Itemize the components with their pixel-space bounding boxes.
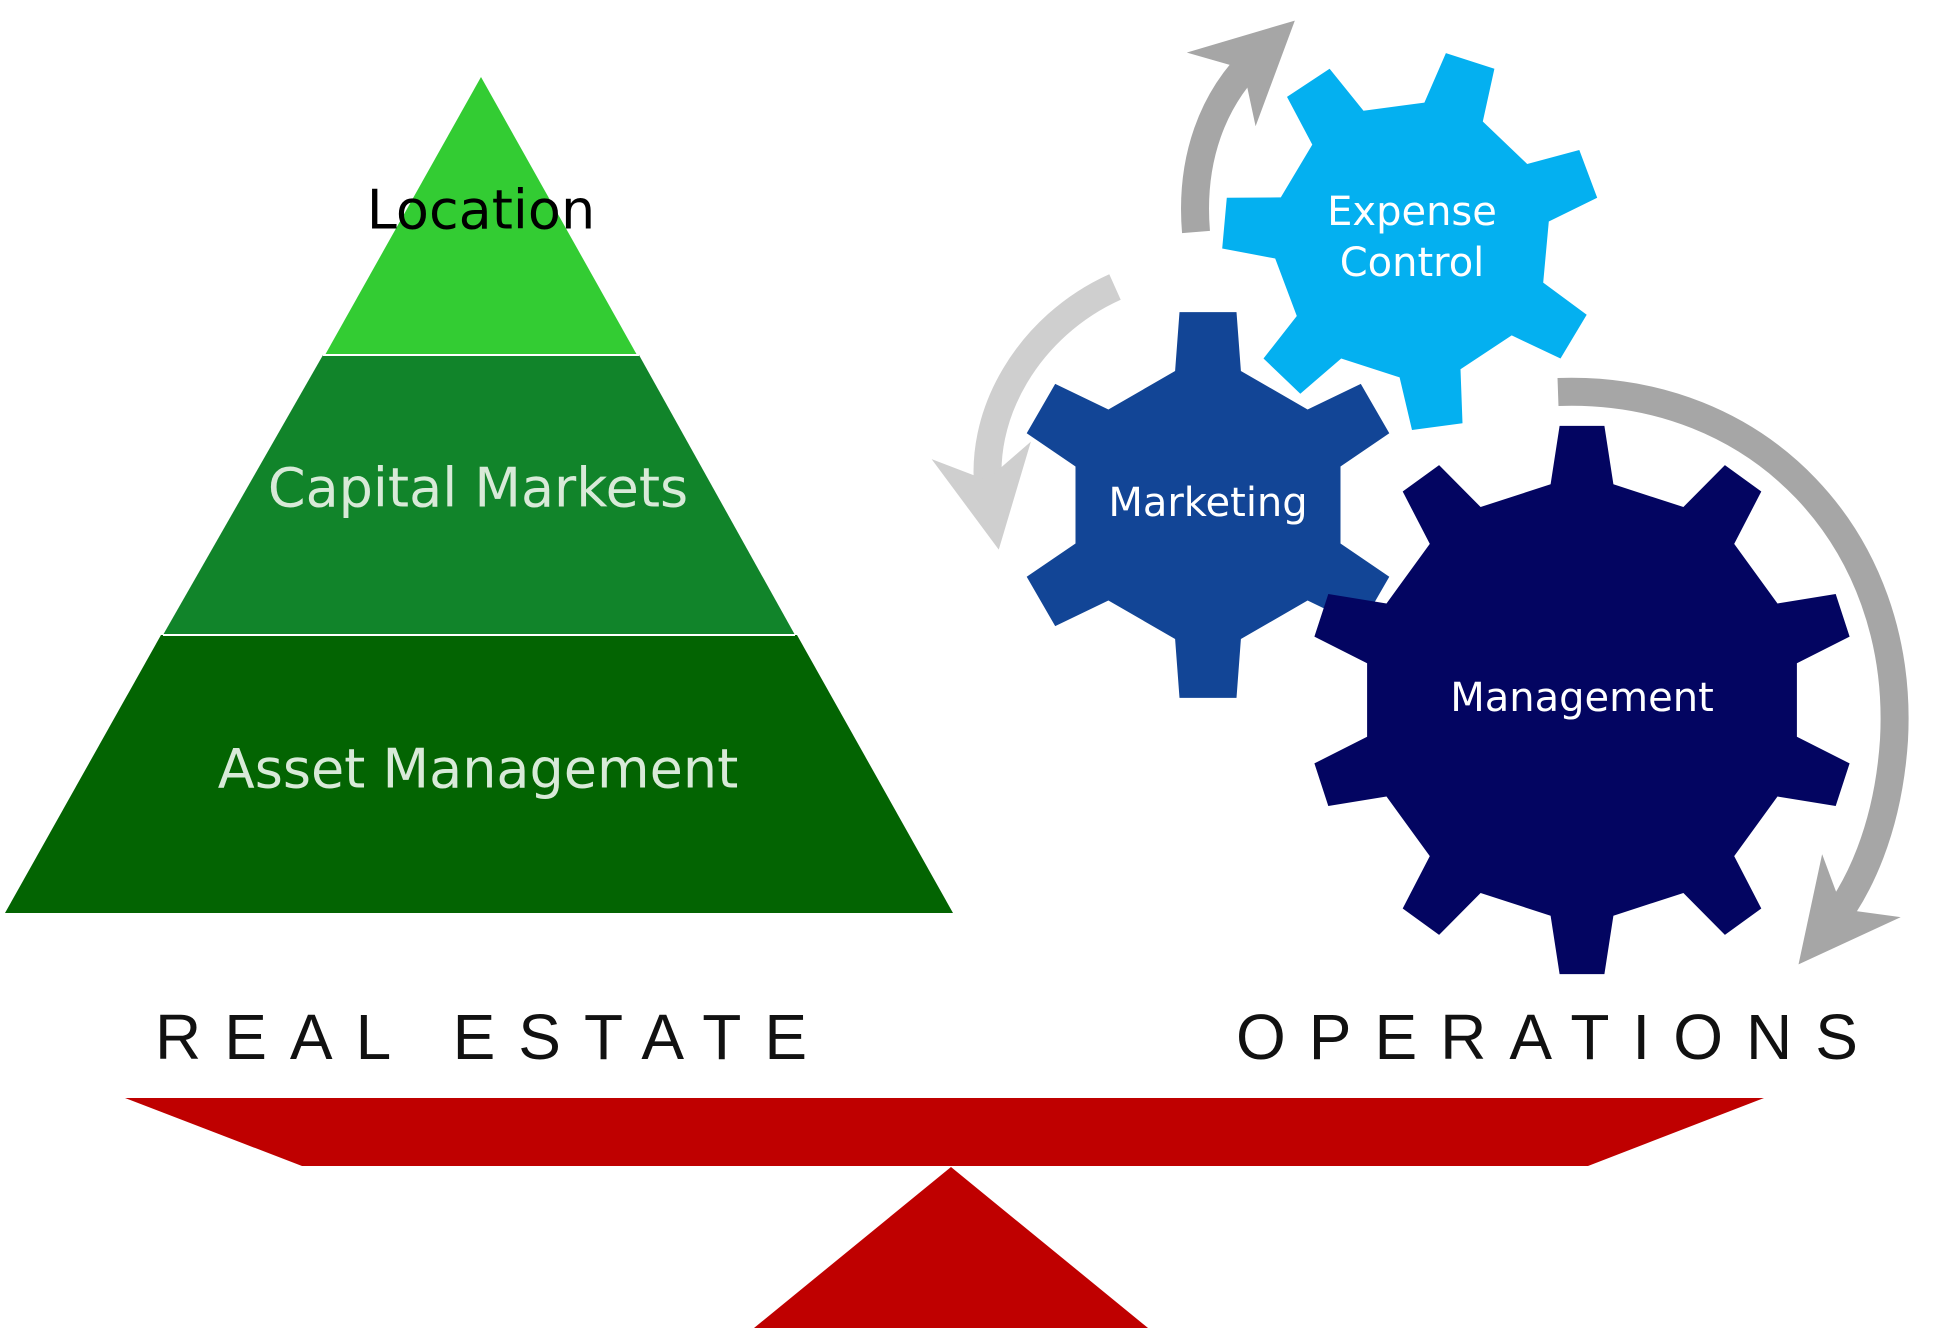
gears: Expense Control Marketing Management	[1026, 53, 1850, 975]
cycle-arrows	[931, 20, 1909, 965]
pyramid-label-location: Location	[367, 179, 595, 242]
gear-label-expense: Expense	[1327, 189, 1497, 235]
gear-label-marketing: Marketing	[1108, 480, 1307, 526]
gear-management	[1314, 425, 1850, 975]
pyramid-level-capital-markets	[163, 355, 795, 635]
arrow-expense-control	[1181, 20, 1295, 234]
heading-operations: OPERATIONS	[1236, 1001, 1881, 1073]
pyramid-label-capital-markets: Capital Markets	[268, 457, 688, 520]
heading-real-estate: REAL ESTATE	[155, 1001, 831, 1073]
arrow-management	[1557, 377, 1909, 965]
gear-expense-control	[1222, 53, 1598, 430]
pyramid-level-location	[325, 77, 637, 355]
gear-label-management: Management	[1450, 675, 1714, 721]
pyramid: Location Capital Markets Asset Managemen…	[5, 77, 953, 913]
balance-beam	[125, 1098, 1764, 1166]
gear-label-control: Control	[1340, 240, 1485, 286]
arrow-marketing	[931, 274, 1121, 550]
pyramid-level-asset-management	[5, 635, 953, 913]
balance-scale	[125, 1098, 1764, 1328]
pyramid-label-asset-management: Asset Management	[218, 738, 739, 801]
balance-fulcrum	[754, 1167, 1148, 1328]
gear-marketing	[1026, 312, 1390, 698]
